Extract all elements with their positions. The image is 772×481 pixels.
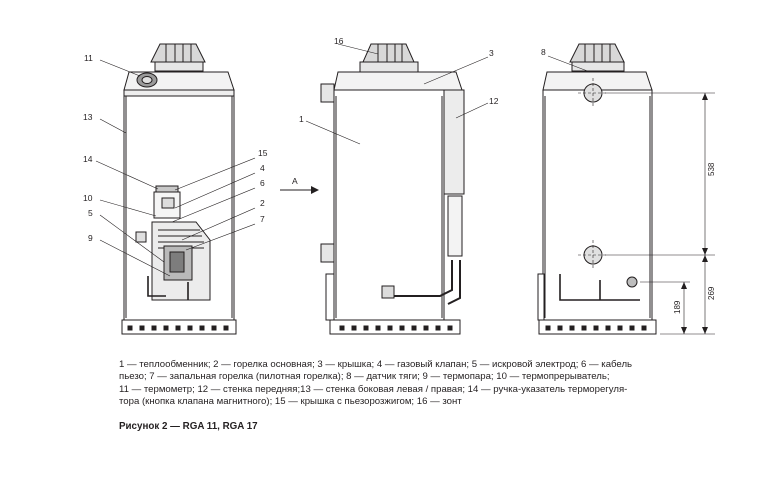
rear-view xyxy=(537,43,657,335)
flue-collar xyxy=(154,61,204,72)
callout-12: 12 xyxy=(489,96,499,106)
callout-1: 1 xyxy=(299,114,304,124)
dimension-189: 189 xyxy=(673,300,682,314)
legend-line-1: 1 — теплообменник; 2 — горелка основная;… xyxy=(119,359,633,370)
dimension-538: 538 xyxy=(707,162,716,176)
callout-13: 13 xyxy=(83,112,93,122)
callout-10: 10 xyxy=(83,193,93,203)
callout-7: 7 xyxy=(260,214,265,224)
callout-6: 6 xyxy=(260,178,265,188)
technical-drawing: 11 13 14 10 5 9 15 4 6 2 7 16 3 1 12 8 A… xyxy=(83,36,716,335)
callout-5: 5 xyxy=(88,208,93,218)
leader-lines-right xyxy=(547,55,591,73)
dimension-lines xyxy=(605,92,715,335)
legend-line-4: тора (кнопка клапана магнитного); 15 — к… xyxy=(119,395,462,407)
legend-line-2: пьезо; 7 — запальная горелка (пилотная г… xyxy=(119,371,610,383)
callout-11: 11 xyxy=(84,53,93,63)
legend-line-3: 11 — термометр; 12 — стенка передняя;13 … xyxy=(119,383,628,395)
flue-hood-rear xyxy=(569,43,625,63)
top-cover-side xyxy=(333,71,463,91)
callout-2: 2 xyxy=(260,198,265,208)
dimension-269: 269 xyxy=(707,286,716,300)
front-view xyxy=(121,43,237,335)
leader-lines-left xyxy=(95,59,256,277)
callout-14: 14 xyxy=(83,154,93,164)
front-wall xyxy=(443,89,465,195)
callout-8: 8 xyxy=(541,47,546,57)
side-body xyxy=(333,89,445,321)
flue-hood xyxy=(150,43,206,63)
figure-caption: Рисунок 2 — RGA 11, RGA 17 xyxy=(119,421,258,432)
flue-hood-side xyxy=(362,43,415,63)
callout-3: 3 xyxy=(489,48,494,58)
legend: 1 — теплообменник; 2 — горелка основная;… xyxy=(119,359,709,408)
callout-9: 9 xyxy=(88,233,93,243)
dimension-arrows xyxy=(681,93,708,334)
callout-4: 4 xyxy=(260,163,265,173)
view-arrow xyxy=(280,186,319,194)
side-view xyxy=(320,43,465,335)
callout-16: 16 xyxy=(334,36,344,46)
view-arrow-label: A xyxy=(292,176,298,186)
leader-lines-middle xyxy=(305,43,489,145)
callout-15: 15 xyxy=(258,148,268,158)
